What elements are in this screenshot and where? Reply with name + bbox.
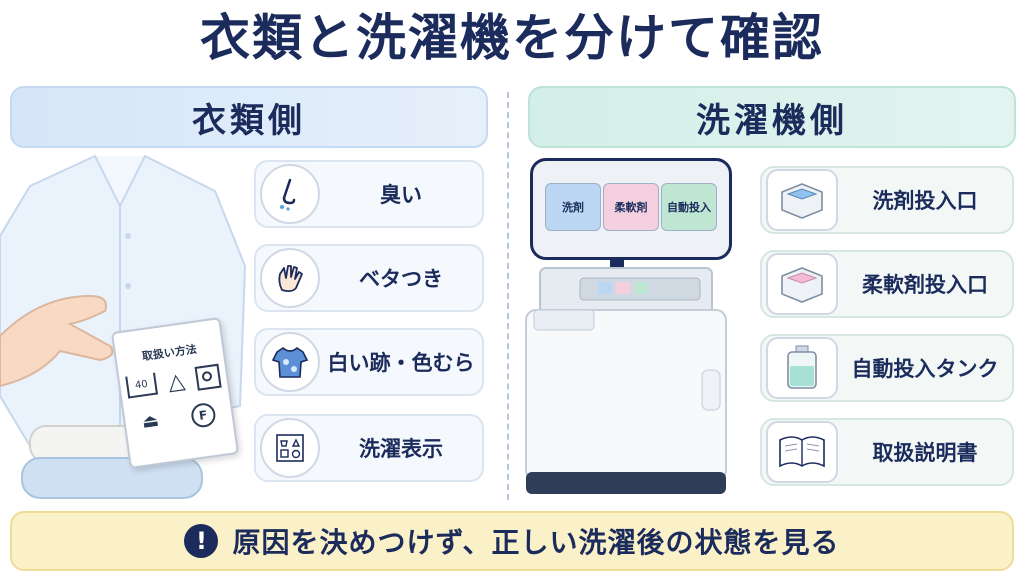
care-label-title: 取扱い方法 xyxy=(141,342,198,364)
dry-clean-icon: F xyxy=(189,401,217,429)
clothing-item-label: 白い跡・色むら xyxy=(327,351,475,375)
clothing-item-care-label: 洗濯表示 xyxy=(254,414,484,482)
section-divider xyxy=(507,92,509,500)
washing-machine-illustration xyxy=(525,250,727,494)
dispenser-callout: 洗剤 柔軟剤 自動投入 xyxy=(530,158,732,260)
detergent-tray-icon xyxy=(766,169,838,231)
clothing-item-stains: 白い跡・色むら xyxy=(254,328,484,396)
dispenser-slot-detergent: 洗剤 xyxy=(545,183,601,231)
washer-item-label: 自動投入タンク xyxy=(851,357,999,381)
washer-item-label: 取扱説明書 xyxy=(872,441,978,465)
clothing-item-smell: 臭い xyxy=(254,160,484,228)
page-title: 衣類と洗濯機を分けて確認 xyxy=(200,9,824,67)
bottom-message-bar: ! 原因を決めつけず、正しい洗濯後の状態を見る xyxy=(10,511,1014,571)
washer-item-manual: 取扱説明書 xyxy=(760,418,1014,486)
manual-icon xyxy=(766,421,838,483)
washer-section-header: 洗濯機側 xyxy=(528,86,1016,148)
shirt-icon xyxy=(260,332,320,392)
washer-item-label: 柔軟剤投入口 xyxy=(862,273,988,297)
washer-item-detergent-inlet: 洗剤投入口 xyxy=(760,166,1014,234)
iron-icon: ⏏ xyxy=(140,409,161,433)
bleach-triangle-icon: △ xyxy=(166,368,187,396)
exclamation-icon: ! xyxy=(184,524,219,558)
washer-item-label: 洗剤投入口 xyxy=(872,189,978,213)
tumble-dry-icon xyxy=(194,363,222,391)
tank-icon xyxy=(766,337,838,399)
clothing-item-label: 臭い xyxy=(380,183,422,207)
dispenser-slot-softener: 柔軟剤 xyxy=(603,183,659,231)
nose-icon xyxy=(260,164,320,224)
dispenser-slot-auto: 自動投入 xyxy=(661,183,717,231)
clothing-item-label: 洗濯表示 xyxy=(359,437,443,461)
wash-tub-icon: 40 xyxy=(125,372,158,399)
hand-icon xyxy=(260,248,320,308)
softener-tray-icon xyxy=(766,253,838,315)
clothing-item-sticky: ベタつき xyxy=(254,244,484,312)
bottom-message: 原因を決めつけず、正しい洗濯後の状態を見る xyxy=(232,526,840,559)
washer-item-softener-inlet: 柔軟剤投入口 xyxy=(760,250,1014,318)
clothing-item-label: ベタつき xyxy=(359,267,443,291)
washer-item-auto-tank: 自動投入タンク xyxy=(760,334,1014,402)
laundry-symbols-icon xyxy=(260,418,320,478)
care-label-tag: 取扱い方法 40 △ ⏏ F xyxy=(110,317,240,469)
clothing-section-header: 衣類側 xyxy=(10,86,488,148)
